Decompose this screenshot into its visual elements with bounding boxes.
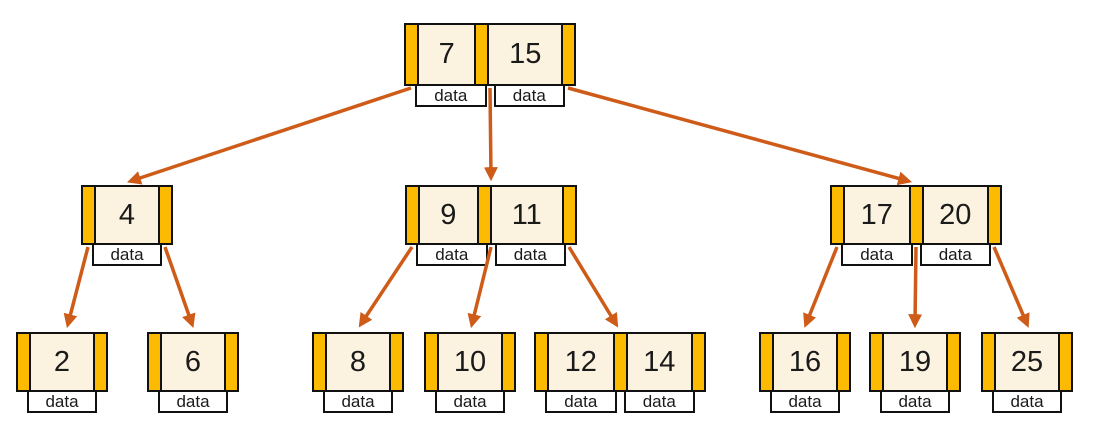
pointer-bar	[536, 334, 547, 390]
node-box: 10	[424, 332, 516, 392]
data-box: data	[880, 390, 950, 413]
pointer-bar	[983, 334, 994, 390]
key-cell: 25	[994, 334, 1060, 390]
pointer-bar	[18, 334, 29, 390]
key-cell: 20	[921, 187, 989, 243]
data-box: data	[494, 243, 566, 266]
pointer-bar	[761, 334, 772, 390]
node-box: 25	[981, 332, 1073, 392]
child-pointer-arrow-n4-n6	[163, 246, 196, 328]
pointer-bar	[614, 334, 626, 390]
key-cell: 4	[94, 187, 160, 243]
pointer-bar	[226, 334, 237, 390]
node-box: 19	[869, 332, 961, 392]
data-box: data	[919, 243, 991, 266]
child-pointer-arrow-n4-n2	[63, 246, 90, 329]
node-box: 2	[16, 332, 108, 392]
child-pointer-arrow-n9-11-n8	[358, 246, 414, 328]
data-box: data	[992, 390, 1062, 413]
key-cell: 11	[489, 187, 564, 243]
pointer-bar	[160, 187, 171, 243]
key-cell: 2	[29, 334, 95, 390]
pointer-bar	[563, 25, 574, 84]
child-pointer-arrow-n7-15-n17-20	[567, 86, 913, 186]
child-pointer-arrow-n17-20-n25	[992, 246, 1030, 328]
pointer-bar	[910, 187, 922, 243]
node-box: 16	[759, 332, 851, 392]
pointer-bar	[948, 334, 959, 390]
data-box: data	[493, 84, 565, 107]
pointer-bar	[478, 187, 490, 243]
data-box: data	[435, 390, 505, 413]
data-box: data	[841, 243, 913, 266]
key-cell: 12	[547, 334, 615, 390]
node-box: 8	[312, 332, 404, 392]
pointer-bar	[564, 187, 575, 243]
data-box: data	[158, 390, 228, 413]
data-box: data	[623, 390, 695, 413]
key-cell: 17	[843, 187, 911, 243]
pointer-bar	[426, 334, 437, 390]
data-box: data	[770, 390, 840, 413]
child-pointer-arrow-n17-20-n16	[803, 246, 839, 328]
key-cell: 9	[418, 187, 479, 243]
pointer-bar	[149, 334, 160, 390]
child-pointer-arrow-n7-15-n4	[127, 86, 412, 185]
key-cell: 14	[625, 334, 693, 390]
child-pointer-arrow-n17-20-n19	[908, 246, 923, 329]
key-cell: 8	[325, 334, 391, 390]
child-pointer-arrow-n7-15-n9-11	[483, 87, 498, 182]
pointer-bar	[989, 187, 1000, 243]
data-box: data	[27, 390, 97, 413]
pointer-bar	[503, 334, 514, 390]
node-box: 4	[81, 185, 173, 245]
key-cell: 7	[417, 25, 477, 84]
data-box: data	[416, 243, 488, 266]
pointer-bar	[476, 25, 488, 84]
pointer-bar	[1060, 334, 1071, 390]
pointer-bar	[832, 187, 843, 243]
key-cell: 6	[160, 334, 226, 390]
pointer-bar	[406, 25, 417, 84]
node-box: 6	[147, 332, 239, 392]
pointer-bar	[407, 187, 418, 243]
key-cell: 15	[487, 25, 563, 84]
key-cell: 10	[437, 334, 503, 390]
pointer-bar	[314, 334, 325, 390]
key-cell: 19	[882, 334, 948, 390]
pointer-bar	[871, 334, 882, 390]
key-cell: 16	[772, 334, 838, 390]
data-box: data	[92, 243, 162, 266]
data-box: data	[323, 390, 393, 413]
pointer-bar	[838, 334, 849, 390]
pointer-bar	[391, 334, 402, 390]
data-box: data	[545, 390, 617, 413]
pointer-bar	[693, 334, 704, 390]
pointer-bar	[83, 187, 94, 243]
child-pointer-arrow-n9-11-n12-14	[567, 246, 619, 328]
data-box: data	[415, 84, 487, 107]
pointer-bar	[95, 334, 106, 390]
